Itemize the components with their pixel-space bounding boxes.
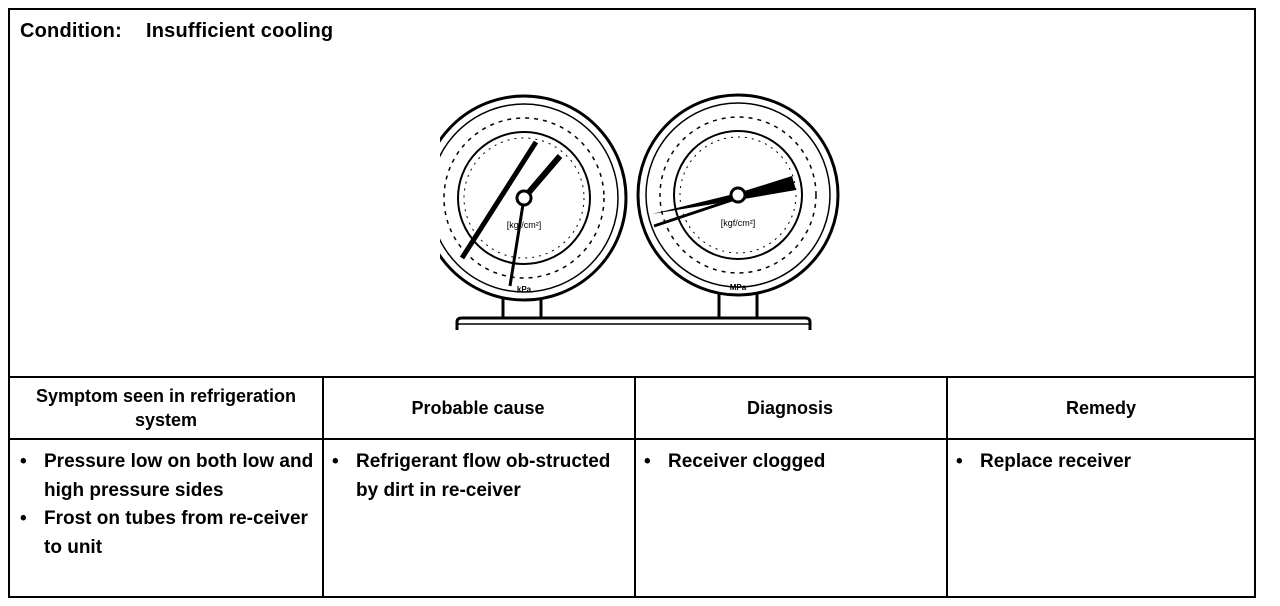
remedy-cell: Replace receiver (950, 448, 1250, 477)
diagnosis-panel: Condition: Insufficient cooling [kgf/cm²]… (8, 8, 1256, 598)
condition-label: Condition: (20, 20, 122, 42)
table-top-rule (10, 376, 1254, 378)
symptom-item: Pressure low on both low and high pressu… (14, 448, 314, 505)
diagnosis-item: Receiver clogged (638, 448, 938, 477)
high-gauge-unit-bottom: MPa (730, 283, 747, 292)
header-symptom: Symptom seen in refrigeration system (35, 386, 297, 430)
column-divider (946, 376, 948, 596)
cause-cell: Refrigerant flow ob-structed by dirt in … (326, 448, 626, 505)
symptom-item: Frost on tubes from re-ceiver to unit (14, 505, 314, 562)
column-divider (634, 376, 636, 596)
column-divider (322, 376, 324, 596)
condition-line: Condition: Insufficient cooling (20, 20, 333, 43)
low-gauge-unit-bottom: kPa (517, 285, 532, 294)
cause-item: Refrigerant flow ob-structed by dirt in … (326, 448, 626, 505)
diagnosis-cell: Receiver clogged (638, 448, 938, 477)
low-gauge-unit: [kgf/cm²] (507, 220, 542, 230)
manifold-gauge-illustration: [kgf/cm²] kPa [kgf/cm²] MPa (440, 93, 840, 330)
high-pressure-gauge: [kgf/cm²] MPa (636, 93, 840, 297)
symptom-cell: Pressure low on both low and high pressu… (14, 448, 314, 562)
header-diagnosis: Diagnosis (746, 398, 834, 418)
remedy-item: Replace receiver (950, 448, 1250, 477)
header-probable-cause: Probable cause (411, 398, 545, 418)
condition-value: Insufficient cooling (145, 20, 334, 42)
high-gauge-unit: [kgf/cm²] (721, 218, 756, 228)
low-pressure-gauge: [kgf/cm²] kPa (440, 94, 628, 302)
header-remedy: Remedy (1065, 398, 1137, 418)
table-header-rule (10, 438, 1254, 440)
